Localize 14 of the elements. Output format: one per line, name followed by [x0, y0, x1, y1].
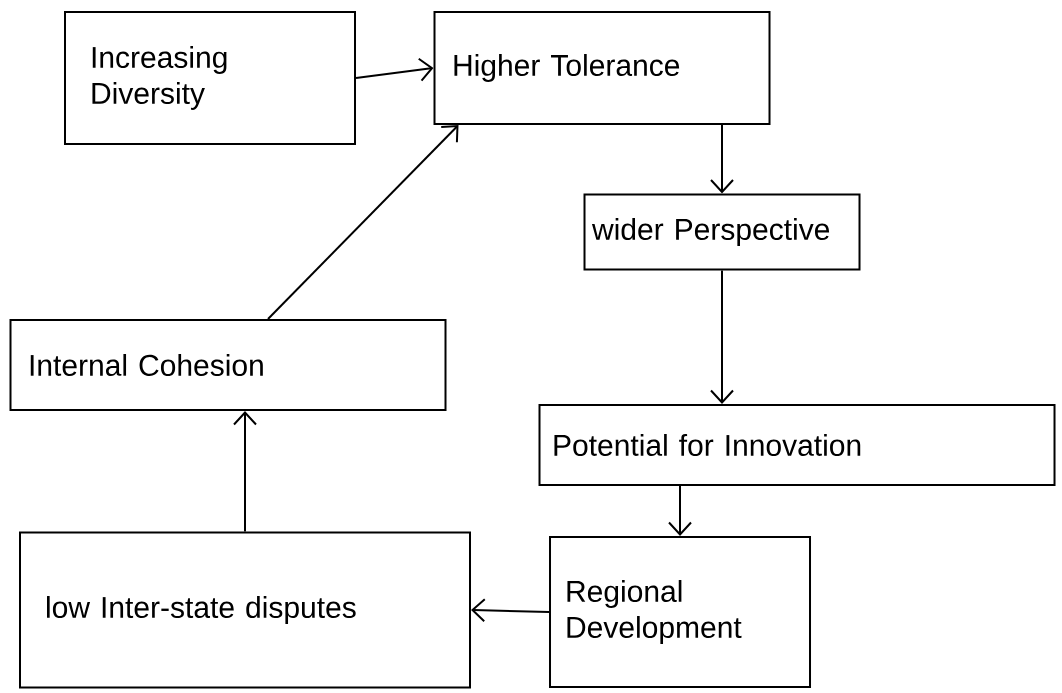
arrow: [710, 124, 734, 194]
process-box: Internal Cohesion: [9, 319, 447, 411]
process-box: low Inter-state disputes: [19, 531, 471, 689]
arrow: [267, 125, 459, 320]
process-box: Higher Tolerance: [433, 11, 771, 125]
arrow: [355, 57, 434, 82]
arrow: [233, 411, 257, 533]
arrow: [668, 485, 692, 536]
process-box: Potential for Innovation: [538, 404, 1056, 486]
process-box: Regional Development: [549, 536, 811, 688]
arrow: [471, 598, 550, 623]
process-box: Increasing Diversity: [64, 11, 356, 145]
process-box: wider Perspective: [583, 193, 861, 271]
arrow: [710, 269, 734, 404]
